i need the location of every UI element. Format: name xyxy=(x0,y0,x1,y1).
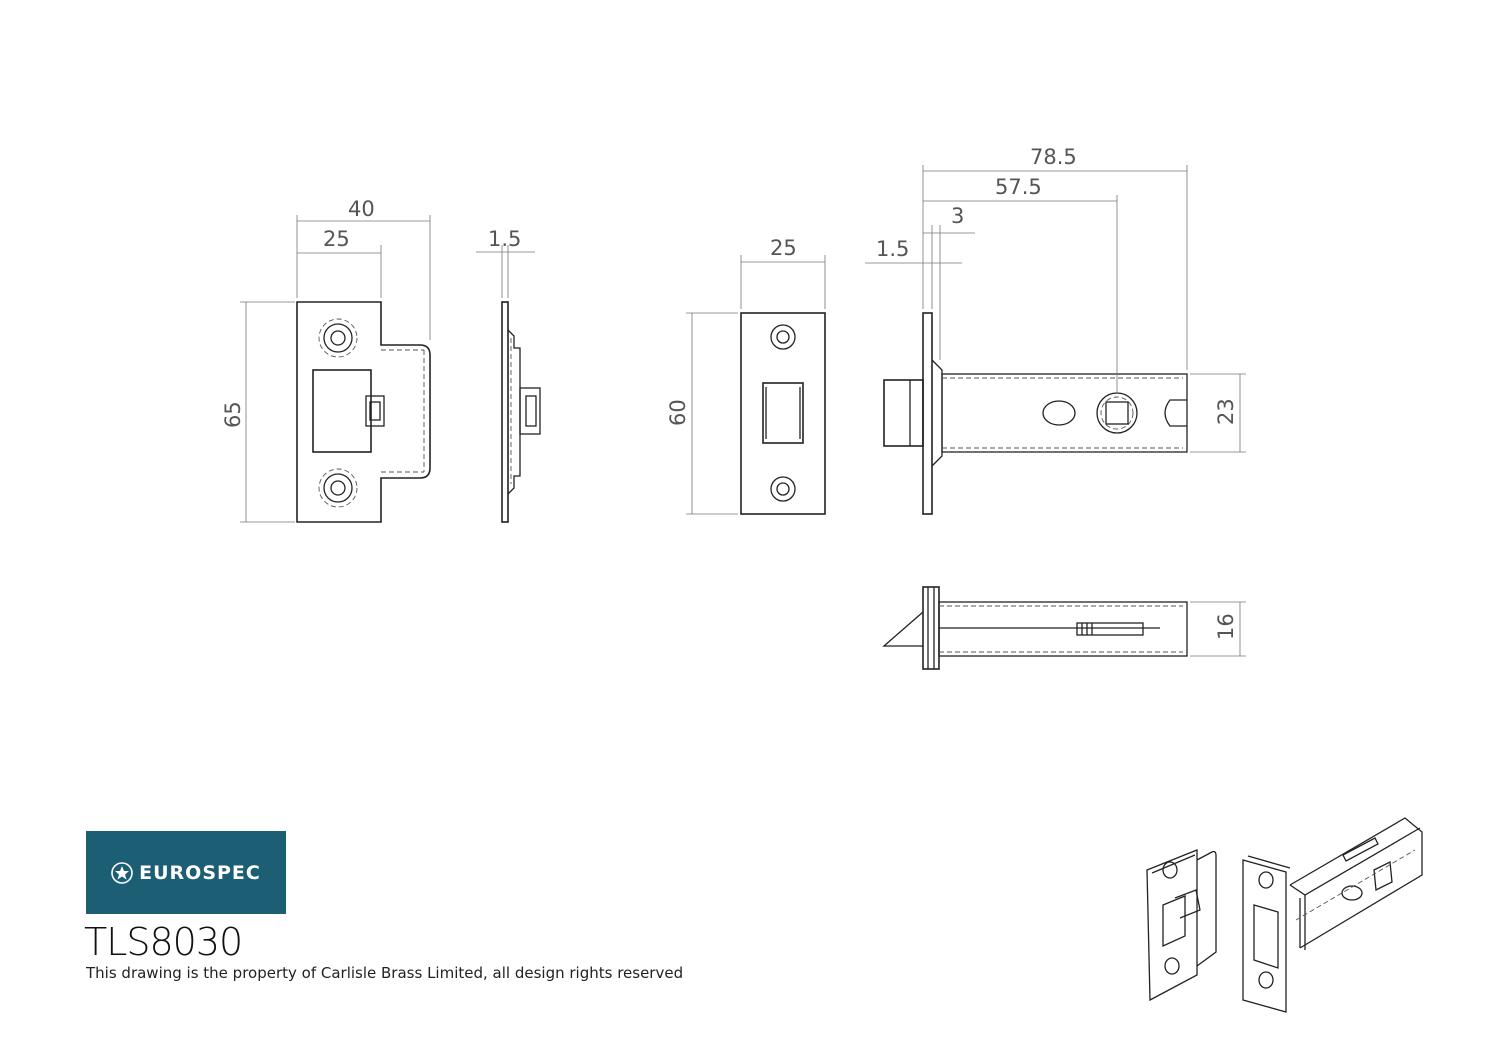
dim-case-height: 23 xyxy=(1214,398,1238,425)
dim-backset: 57.5 xyxy=(995,175,1042,199)
strike-plate-front-view xyxy=(296,301,431,523)
latch-side-view xyxy=(883,312,1188,515)
latch-dimensions: 78.5 57.5 3 1.5 23 xyxy=(865,145,1246,453)
product-code: TLS8030 xyxy=(84,920,243,964)
eurospec-logo: EUROSPEC xyxy=(86,831,286,914)
dim-forend-height: 60 xyxy=(666,399,690,426)
dim-forend-thickness: 1.5 xyxy=(876,237,909,261)
eurospec-star-icon xyxy=(111,861,133,884)
strike-plate-side-view: 1.5 xyxy=(476,227,541,523)
copyright-notice: This drawing is the property of Carlisle… xyxy=(86,964,684,982)
dim-strike-thickness: 1.5 xyxy=(488,227,521,251)
forend-dimensions: 25 60 xyxy=(666,236,826,515)
brand-name: EUROSPEC xyxy=(139,861,261,884)
latch-top-view: 16 xyxy=(882,586,1246,670)
dim-forend-width: 25 xyxy=(770,236,797,260)
dim-forend-offset: 3 xyxy=(951,204,964,228)
dim-strike-plate-width: 25 xyxy=(323,227,350,251)
isometric-strike-view xyxy=(1146,849,1217,1002)
forend-front-view xyxy=(740,312,826,515)
isometric-latch-view xyxy=(1242,817,1423,1013)
dim-strike-height: 65 xyxy=(221,401,245,428)
strike-dimensions: 40 25 65 xyxy=(221,197,431,523)
dim-case-depth: 16 xyxy=(1214,613,1238,640)
dim-strike-overall-width: 40 xyxy=(348,197,375,221)
dim-overall-length: 78.5 xyxy=(1030,145,1077,169)
